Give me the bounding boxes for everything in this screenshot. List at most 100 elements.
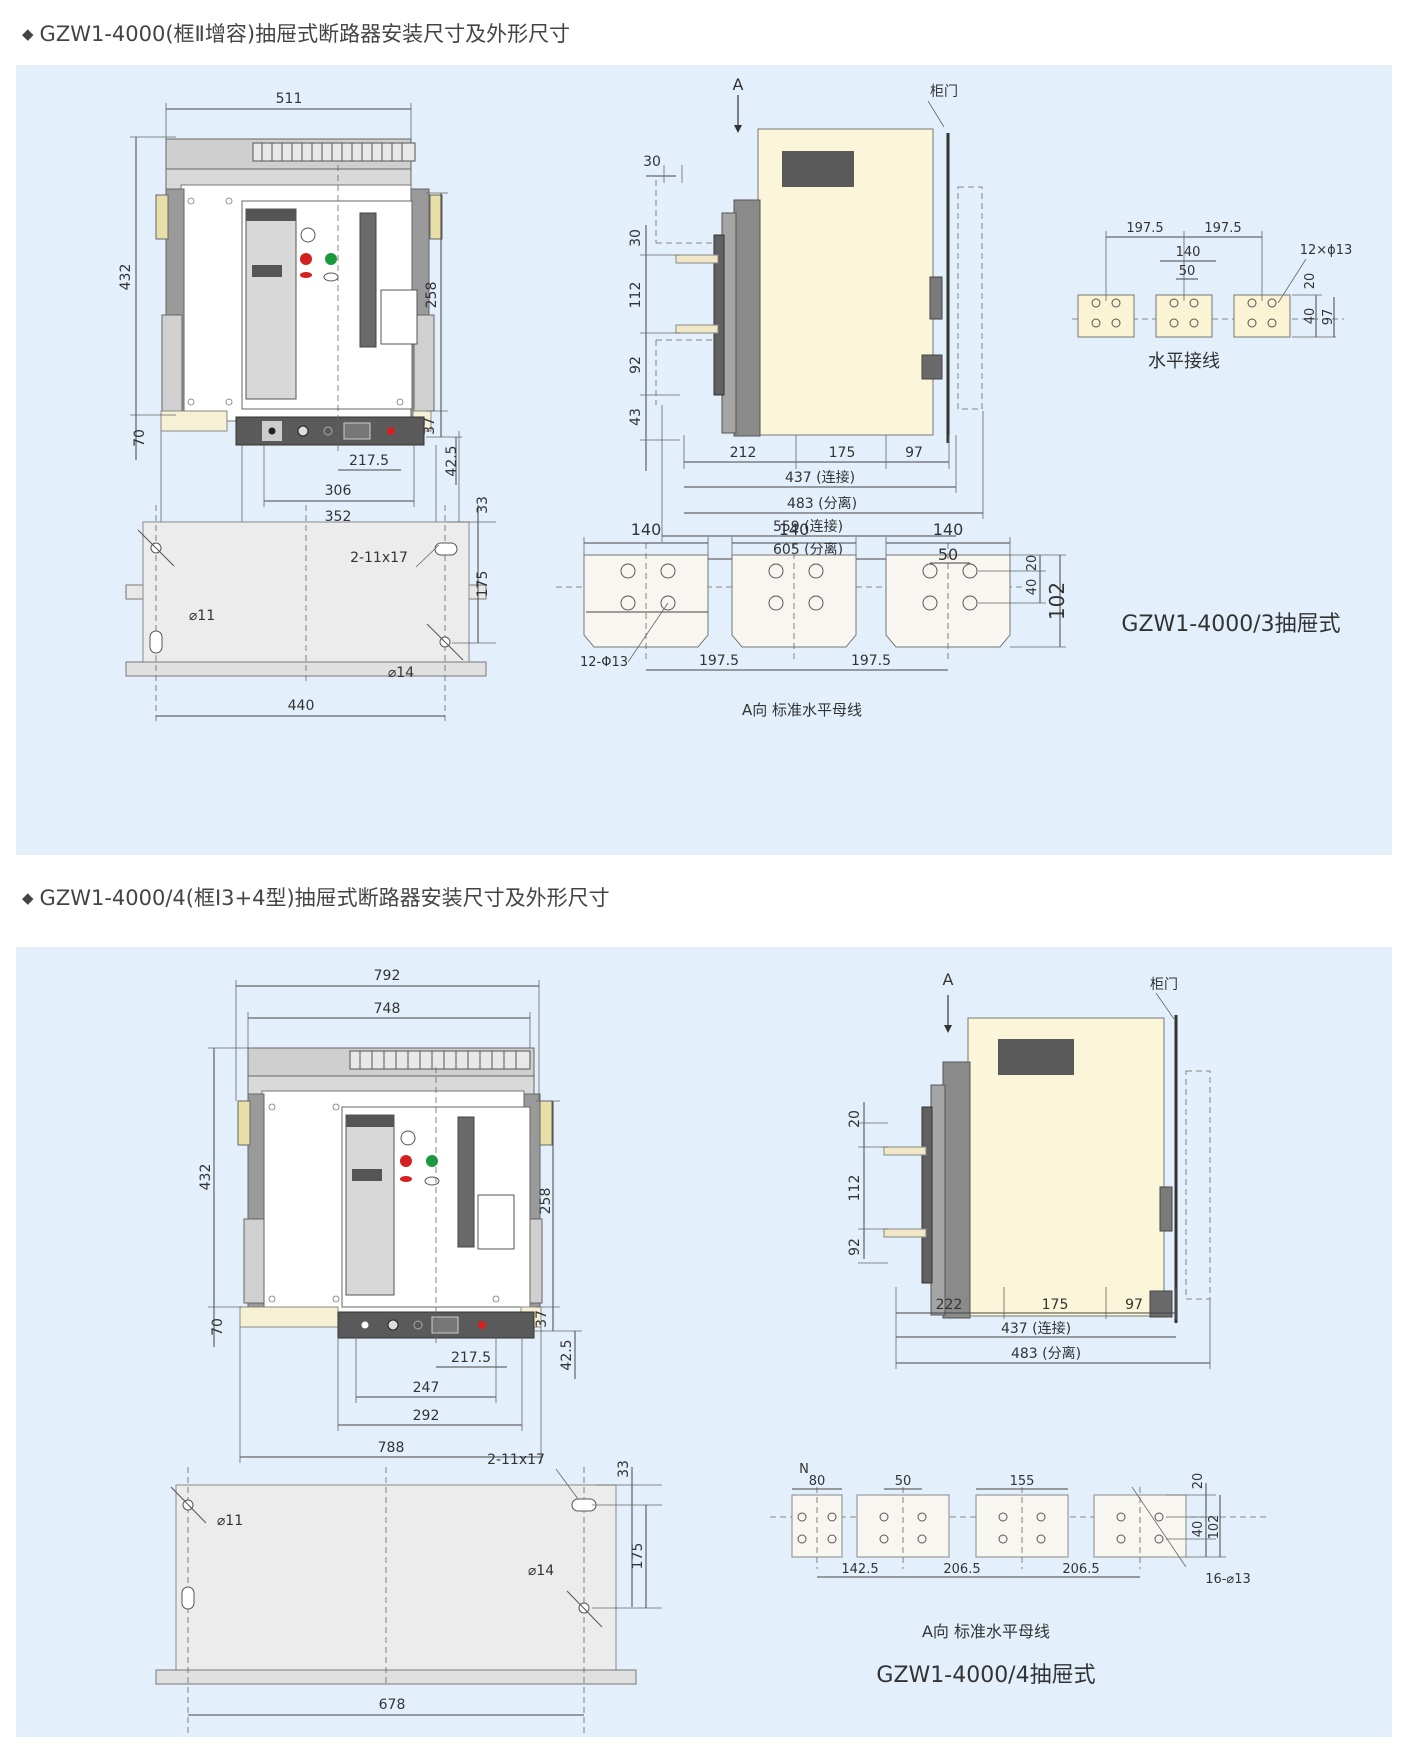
section2-title: GZW1-4000/4(框Ⅰ3+4型)抽屉式断路器安装尺寸及外形尺寸 — [39, 886, 610, 910]
dim-206-5-b: 206.5 — [1062, 1562, 1099, 1577]
horizontal-wiring-label: 水平接线 — [1148, 351, 1220, 372]
dim-40-busbar: 40 — [1025, 579, 1040, 596]
dim-92: 92 — [628, 356, 644, 374]
door-label-2: 柜门 — [1150, 977, 1178, 993]
door-label: 柜门 — [930, 84, 958, 100]
dim-97-horiz: 97 — [1321, 309, 1336, 326]
diamond-bullet-icon: ◆ — [22, 25, 34, 43]
dim-80: 80 — [809, 1474, 826, 1489]
busbar-view-2: N 80 50 155 20 40 102 16-⌀13 142.5 206.5… — [770, 1462, 1266, 1688]
dim-175: 175 — [829, 445, 856, 461]
section1-drawing: 511 432 70 258 37 42.5 217.5 306 352 550 — [118, 75, 1352, 725]
holes-12x13: 12×ϕ13 — [1300, 243, 1353, 258]
dim-197-5-busbar-left: 197.5 — [699, 653, 739, 669]
section2-drawing: 792 748 432 70 258 37 42.5 217.5 247 292… — [155, 968, 1266, 1737]
dim-50-busbar: 50 — [938, 545, 958, 564]
dim-197-5-busbar-right: 197.5 — [851, 653, 891, 669]
dim-20: 20 — [1303, 273, 1318, 290]
side-view-2: A 柜门 — [883, 970, 1211, 1323]
view-arrow-a-2: A — [943, 970, 954, 989]
dim-33: 33 — [475, 496, 491, 514]
section2-panel: 792 748 432 70 258 37 42.5 217.5 247 292… — [16, 947, 1392, 1737]
dim-112-side: 112 — [847, 1175, 863, 1202]
dim-175-plate: 175 — [475, 571, 491, 598]
dim-788: 788 — [378, 1440, 405, 1456]
side-view-1: A 柜门 — [655, 75, 983, 443]
hole-11-2: ⌀11 — [217, 1513, 243, 1529]
dim-140-c: 140 — [933, 520, 964, 539]
dim-142-5: 142.5 — [841, 1562, 878, 1577]
dim-20-busbar: 20 — [1025, 555, 1040, 572]
holes-16-13: 16-⌀13 — [1205, 1572, 1251, 1587]
dim-97: 97 — [905, 445, 923, 461]
dim-306: 306 — [325, 483, 352, 499]
section1-title: GZW1-4000(框Ⅱ增容)抽屉式断路器安装尺寸及外形尺寸 — [39, 22, 571, 46]
front-view-1 — [155, 138, 443, 455]
dim-112: 112 — [628, 282, 644, 309]
dim-102-busbar: 102 — [1045, 582, 1069, 620]
dim-155: 155 — [1010, 1474, 1035, 1489]
model-label-3-pole: GZW1-4000/3抽屉式 — [1121, 612, 1340, 637]
dim-605-separated: 605 (分离) — [773, 541, 843, 558]
dim-483-separated: 483 (分离) — [787, 495, 857, 512]
dim-43: 43 — [628, 408, 644, 426]
dim-140-b: 140 — [779, 520, 810, 539]
dim-50-4p: 50 — [895, 1474, 912, 1489]
dim-20-4p: 20 — [1191, 1473, 1206, 1490]
dim-70-2: 70 — [210, 1318, 226, 1336]
dim-37-2: 37 — [534, 1310, 550, 1328]
section1-panel: 511 432 70 258 37 42.5 217.5 306 352 550 — [16, 65, 1392, 855]
dim-42-5: 42.5 — [444, 445, 460, 476]
front-view-2 — [237, 1047, 553, 1347]
dim-258-2: 258 — [538, 1188, 554, 1215]
dim-222-side: 222 — [936, 1297, 963, 1313]
slot-2-11x17-2: 2-11x17 — [487, 1452, 545, 1468]
dim-70: 70 — [132, 429, 148, 447]
dim-140: 140 — [1176, 245, 1201, 260]
dim-748: 748 — [374, 1001, 401, 1017]
slot-2-11x17: 2-11x17 — [350, 550, 408, 566]
dim-197-5-left: 197.5 — [1126, 221, 1163, 236]
front-view-2-dimensions: 792 748 432 70 258 37 42.5 217.5 247 292… — [198, 968, 582, 1463]
dim-20-side: 20 — [847, 1110, 863, 1128]
mounting-plate-1: 2-11x17 ⌀11 ⌀14 33 175 440 — [125, 496, 496, 725]
section1-heading: ◆ GZW1-4000(框Ⅱ增容)抽屉式断路器安装尺寸及外形尺寸 — [22, 18, 570, 48]
dim-175-plate-2: 175 — [630, 1543, 646, 1570]
dim-206-5-a: 206.5 — [943, 1562, 980, 1577]
hole-11: ⌀11 — [189, 608, 215, 624]
dim-197-5-right: 197.5 — [1204, 221, 1241, 236]
dim-97-side: 97 — [1125, 1297, 1143, 1313]
dim-247: 247 — [413, 1380, 440, 1396]
dim-432: 432 — [118, 264, 134, 291]
horizontal-wiring-detail: 197.5 197.5 140 50 12×ϕ13 20 40 97 水平接线 — [1072, 221, 1352, 372]
dim-40: 40 — [1303, 308, 1318, 325]
dim-217-5-2: 217.5 — [451, 1350, 491, 1366]
dim-432-2: 432 — [198, 1164, 214, 1191]
busbar-caption-2: A向 标准水平母线 — [922, 1622, 1050, 1641]
hole-14-2: ⌀14 — [528, 1563, 554, 1579]
mounting-plate-2: 2-11x17 ⌀11 ⌀14 33 175 678 — [155, 1452, 662, 1737]
dim-37: 37 — [422, 417, 438, 435]
dim-102-4p: 102 — [1207, 1515, 1222, 1540]
busbar-caption: A向 标准水平母线 — [742, 701, 862, 719]
dim-217-5: 217.5 — [349, 453, 389, 469]
busbar-view-1: 140 140 140 50 20 40 102 12-Φ13 197.5 19… — [556, 520, 1341, 719]
dim-483-separated-2: 483 (分离) — [1011, 1345, 1081, 1362]
side-view-1-dimensions: 30 30 112 92 43 212 175 97 437 (连接) 483 … — [628, 154, 984, 560]
dim-352: 352 — [325, 509, 352, 525]
side-view-2-dimensions: 20 112 92 222 175 97 437 (连接) 483 (分离) — [847, 1102, 1211, 1369]
neutral-label-n: N — [799, 1462, 809, 1477]
dim-437-connected-2: 437 (连接) — [1001, 1320, 1071, 1337]
dim-292: 292 — [413, 1408, 440, 1424]
section2-heading: ◆GZW1-4000/4(框Ⅰ3+4型)抽屉式断路器安装尺寸及外形尺寸 — [22, 882, 610, 912]
dim-258: 258 — [424, 282, 440, 309]
dim-30-left: 30 — [628, 229, 644, 247]
busbar-holes-12-13: 12-Φ13 — [580, 655, 628, 670]
front-view-1-dimensions: 511 432 70 258 37 42.5 217.5 306 352 550 — [118, 91, 462, 561]
dim-40-4p: 40 — [1191, 1521, 1206, 1538]
dim-440: 440 — [288, 698, 315, 714]
dim-792: 792 — [374, 968, 401, 984]
dim-30-top: 30 — [643, 154, 661, 170]
dim-511: 511 — [276, 91, 303, 107]
model-label-4-pole: GZW1-4000/4抽屉式 — [876, 1663, 1095, 1688]
